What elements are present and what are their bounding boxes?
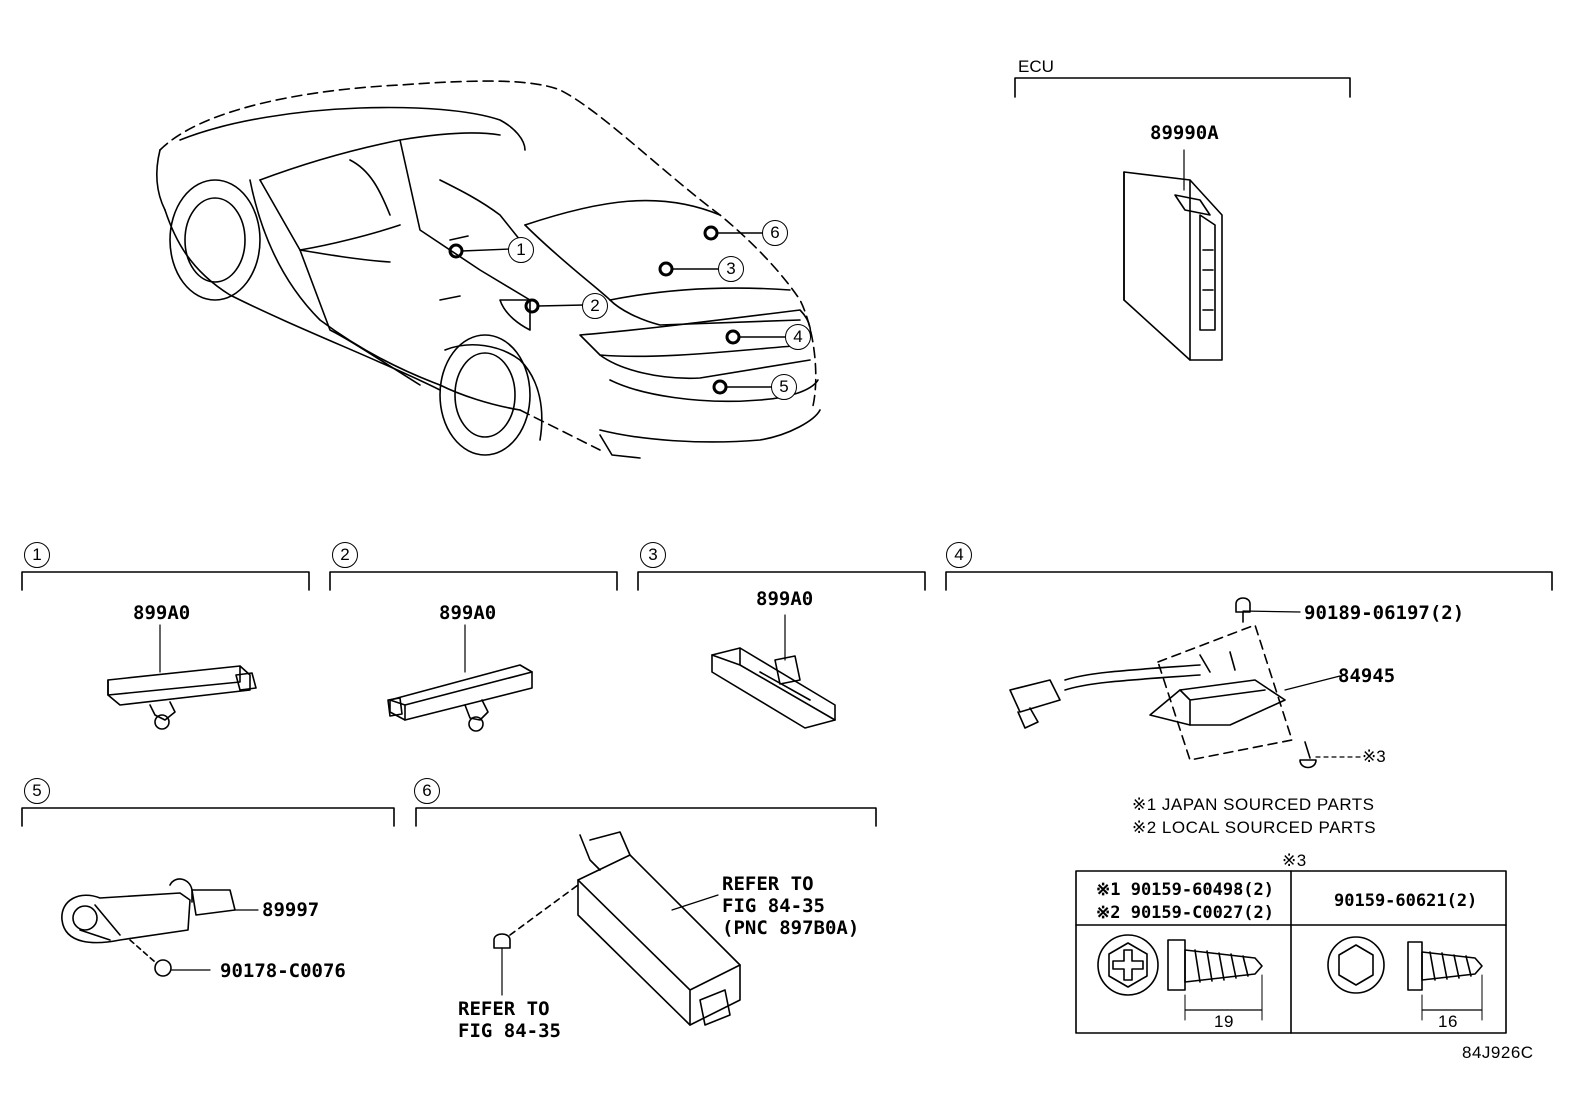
section-5-number: 5 bbox=[24, 778, 50, 804]
sensor-part-1 bbox=[107, 624, 257, 730]
ecu-group bbox=[1014, 77, 1351, 361]
car-callout-6[interactable]: 6 bbox=[762, 220, 788, 246]
section-2-part[interactable]: 899A0 bbox=[439, 602, 497, 624]
sensor-part-3 bbox=[711, 614, 836, 729]
section-6-refer-line3[interactable]: (PNC 897B0A) bbox=[722, 917, 860, 939]
figure-code: 84J926C bbox=[1462, 1043, 1534, 1062]
section-3-part[interactable]: 899A0 bbox=[756, 588, 814, 610]
section-6-refer-left-line2[interactable]: FIG 84-35 bbox=[458, 1020, 561, 1042]
screw-table bbox=[1075, 870, 1507, 1034]
section-6-refer-left-line1: REFER TO bbox=[458, 998, 550, 1020]
section-5-part-clip[interactable]: 90178-C0076 bbox=[220, 960, 346, 982]
section-4-part-clip[interactable]: 90189-06197(2) bbox=[1304, 602, 1465, 624]
section-6-number: 6 bbox=[414, 778, 440, 804]
note-japan-sourced: ※1 JAPAN SOURCED PARTS bbox=[1132, 795, 1375, 814]
car-callout-3[interactable]: 3 bbox=[718, 256, 744, 282]
section-4-screw-ref[interactable]: ※3 bbox=[1362, 747, 1386, 766]
table-col2[interactable]: 90159-60621(2) bbox=[1334, 891, 1478, 911]
car-callout-5[interactable]: 5 bbox=[771, 374, 797, 400]
car-callout-4[interactable]: 4 bbox=[785, 324, 811, 350]
section-1-number: 1 bbox=[24, 542, 50, 568]
car-callout-2[interactable]: 2 bbox=[582, 293, 608, 319]
sensor-part-2 bbox=[387, 624, 533, 732]
section-4-part-antenna[interactable]: 84945 bbox=[1338, 665, 1396, 687]
ecu-part-number[interactable]: 89990A bbox=[1150, 122, 1219, 144]
module-part-6 bbox=[493, 831, 741, 1026]
section-6-refer-line1: REFER TO bbox=[722, 873, 814, 895]
car-drawing bbox=[155, 80, 821, 459]
dimension-screw-2: 16 bbox=[1438, 1012, 1458, 1031]
section-6-refer-line2[interactable]: FIG 84-35 bbox=[722, 895, 825, 917]
section-4-number: 4 bbox=[946, 542, 972, 568]
table-title: ※3 bbox=[1282, 851, 1307, 870]
ecu-header: ECU bbox=[1018, 57, 1054, 76]
table-col1-row2[interactable]: ※2 90159-C0027(2) bbox=[1096, 903, 1275, 923]
section-5-part-bracket[interactable]: 89997 bbox=[262, 899, 320, 921]
note-local-sourced: ※2 LOCAL SOURCED PARTS bbox=[1132, 818, 1377, 837]
section-brackets bbox=[21, 571, 1553, 827]
section-3-number: 3 bbox=[640, 542, 666, 568]
section-1-part[interactable]: 899A0 bbox=[133, 602, 191, 624]
bracket-part-5 bbox=[61, 878, 259, 977]
section-2-number: 2 bbox=[332, 542, 358, 568]
antenna-part-4 bbox=[1009, 597, 1363, 769]
car-callout-leaders bbox=[448, 225, 788, 395]
car-callout-1[interactable]: 1 bbox=[508, 237, 534, 263]
table-col1-row1[interactable]: ※1 90159-60498(2) bbox=[1096, 880, 1275, 900]
dimension-screw-1: 19 bbox=[1214, 1012, 1234, 1031]
